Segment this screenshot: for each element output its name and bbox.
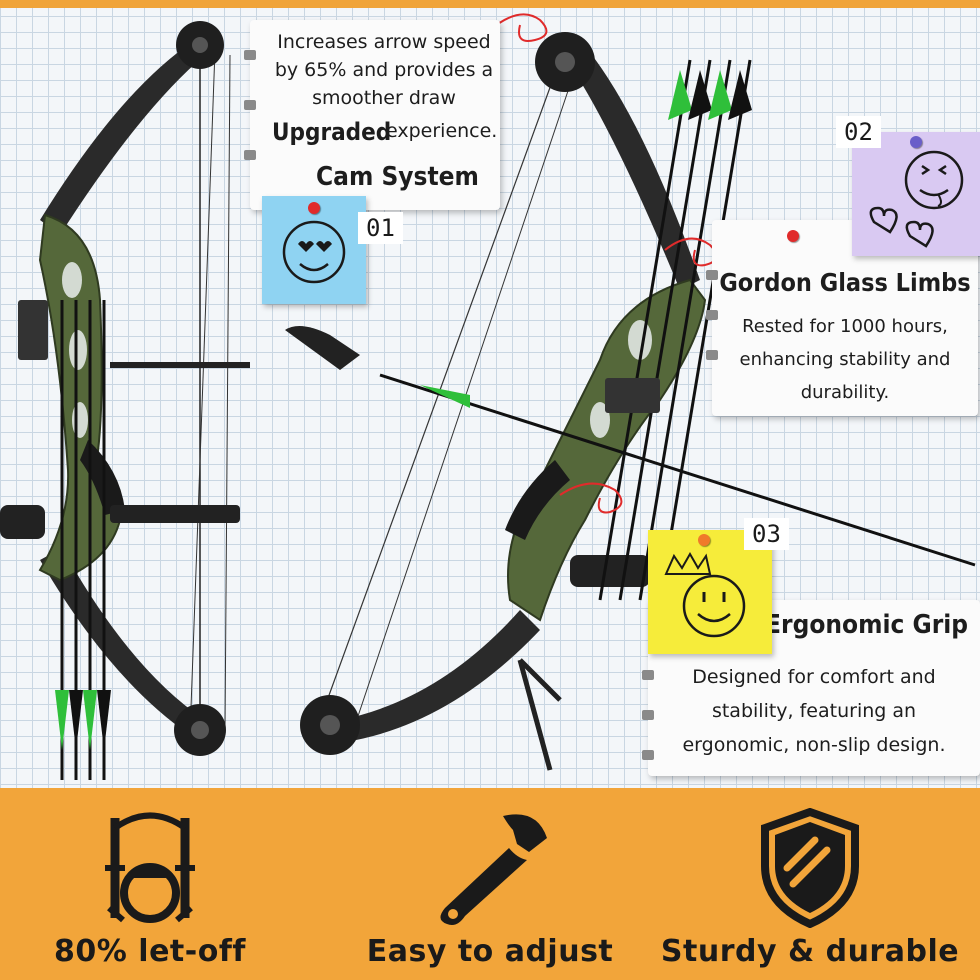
- heart-eyes-smiley-icon: [282, 220, 346, 284]
- product-showcase: Increases arrow speed by 65% and provide…: [0, 0, 980, 788]
- note-binder: [244, 150, 256, 160]
- cam-description-line: Increases arrow speed: [277, 31, 491, 53]
- adjust-label: Easy to adjust: [366, 934, 614, 969]
- feature-number-02: 02: [836, 116, 881, 148]
- shield-icon: [761, 808, 859, 928]
- push-pin-icon: [787, 230, 799, 242]
- note-binder: [244, 100, 256, 110]
- sticky-note-02: [852, 132, 980, 256]
- note-binder: [642, 670, 654, 680]
- note-binder: [706, 310, 718, 320]
- push-pin-icon: [698, 534, 710, 546]
- tongue-smiley-with-hearts-icon: [869, 150, 964, 248]
- limbs-title: Gordon Glass Limbs: [719, 268, 971, 297]
- note-binder: [642, 710, 654, 720]
- let-off-label: 80% let-off: [54, 934, 246, 969]
- cam-title-line1: Upgraded: [272, 118, 392, 146]
- feature-note-cam-system: Increases arrow speed by 65% and provide…: [244, 20, 500, 210]
- feature-durable: Sturdy & durable: [660, 788, 960, 980]
- feature-number-03: 03: [744, 518, 789, 550]
- grip-title: Ergonomic Grip: [765, 610, 968, 640]
- left-bow: [0, 21, 250, 780]
- note-binder: [642, 750, 654, 760]
- push-pin-icon: [308, 202, 320, 214]
- feature-bar: 80% let-off Easy to adjust Sturdy & dura…: [0, 788, 980, 980]
- durable-label: Sturdy & durable: [660, 934, 960, 969]
- crown-smiley-icon: [664, 551, 746, 638]
- note-binder: [706, 350, 718, 360]
- right-bow: [285, 32, 976, 771]
- grip-description-line: stability, featuring an: [711, 700, 917, 722]
- sticky-note-01: [262, 196, 366, 304]
- grip-description-line: ergonomic, non-slip design.: [682, 734, 946, 756]
- cam-description-line: by 65% and provides a: [274, 59, 494, 81]
- let-off-cam-icon: [105, 812, 195, 923]
- cam-description-line: smoother draw: [312, 87, 456, 109]
- limbs-description-line: enhancing stability and: [739, 349, 951, 370]
- push-pin-icon: [910, 136, 922, 148]
- limbs-description-line: durability.: [800, 382, 890, 403]
- grip-description-line: Designed for comfort and: [692, 666, 936, 688]
- compound-bow-illustration: [0, 13, 976, 780]
- limbs-description-line: Rested for 1000 hours,: [742, 316, 948, 337]
- top-accent-band: [0, 0, 980, 8]
- feature-adjust: Easy to adjust: [340, 788, 640, 980]
- cam-title-line2: Cam System: [316, 162, 479, 192]
- sticky-note-03: [648, 530, 772, 654]
- wrench-icon: [440, 814, 547, 925]
- feature-let-off: 80% let-off: [0, 788, 300, 980]
- note-binder: [244, 50, 256, 60]
- feature-number-01: 01: [358, 212, 403, 244]
- note-binder: [706, 270, 718, 280]
- cam-description-line: experience.: [386, 120, 498, 142]
